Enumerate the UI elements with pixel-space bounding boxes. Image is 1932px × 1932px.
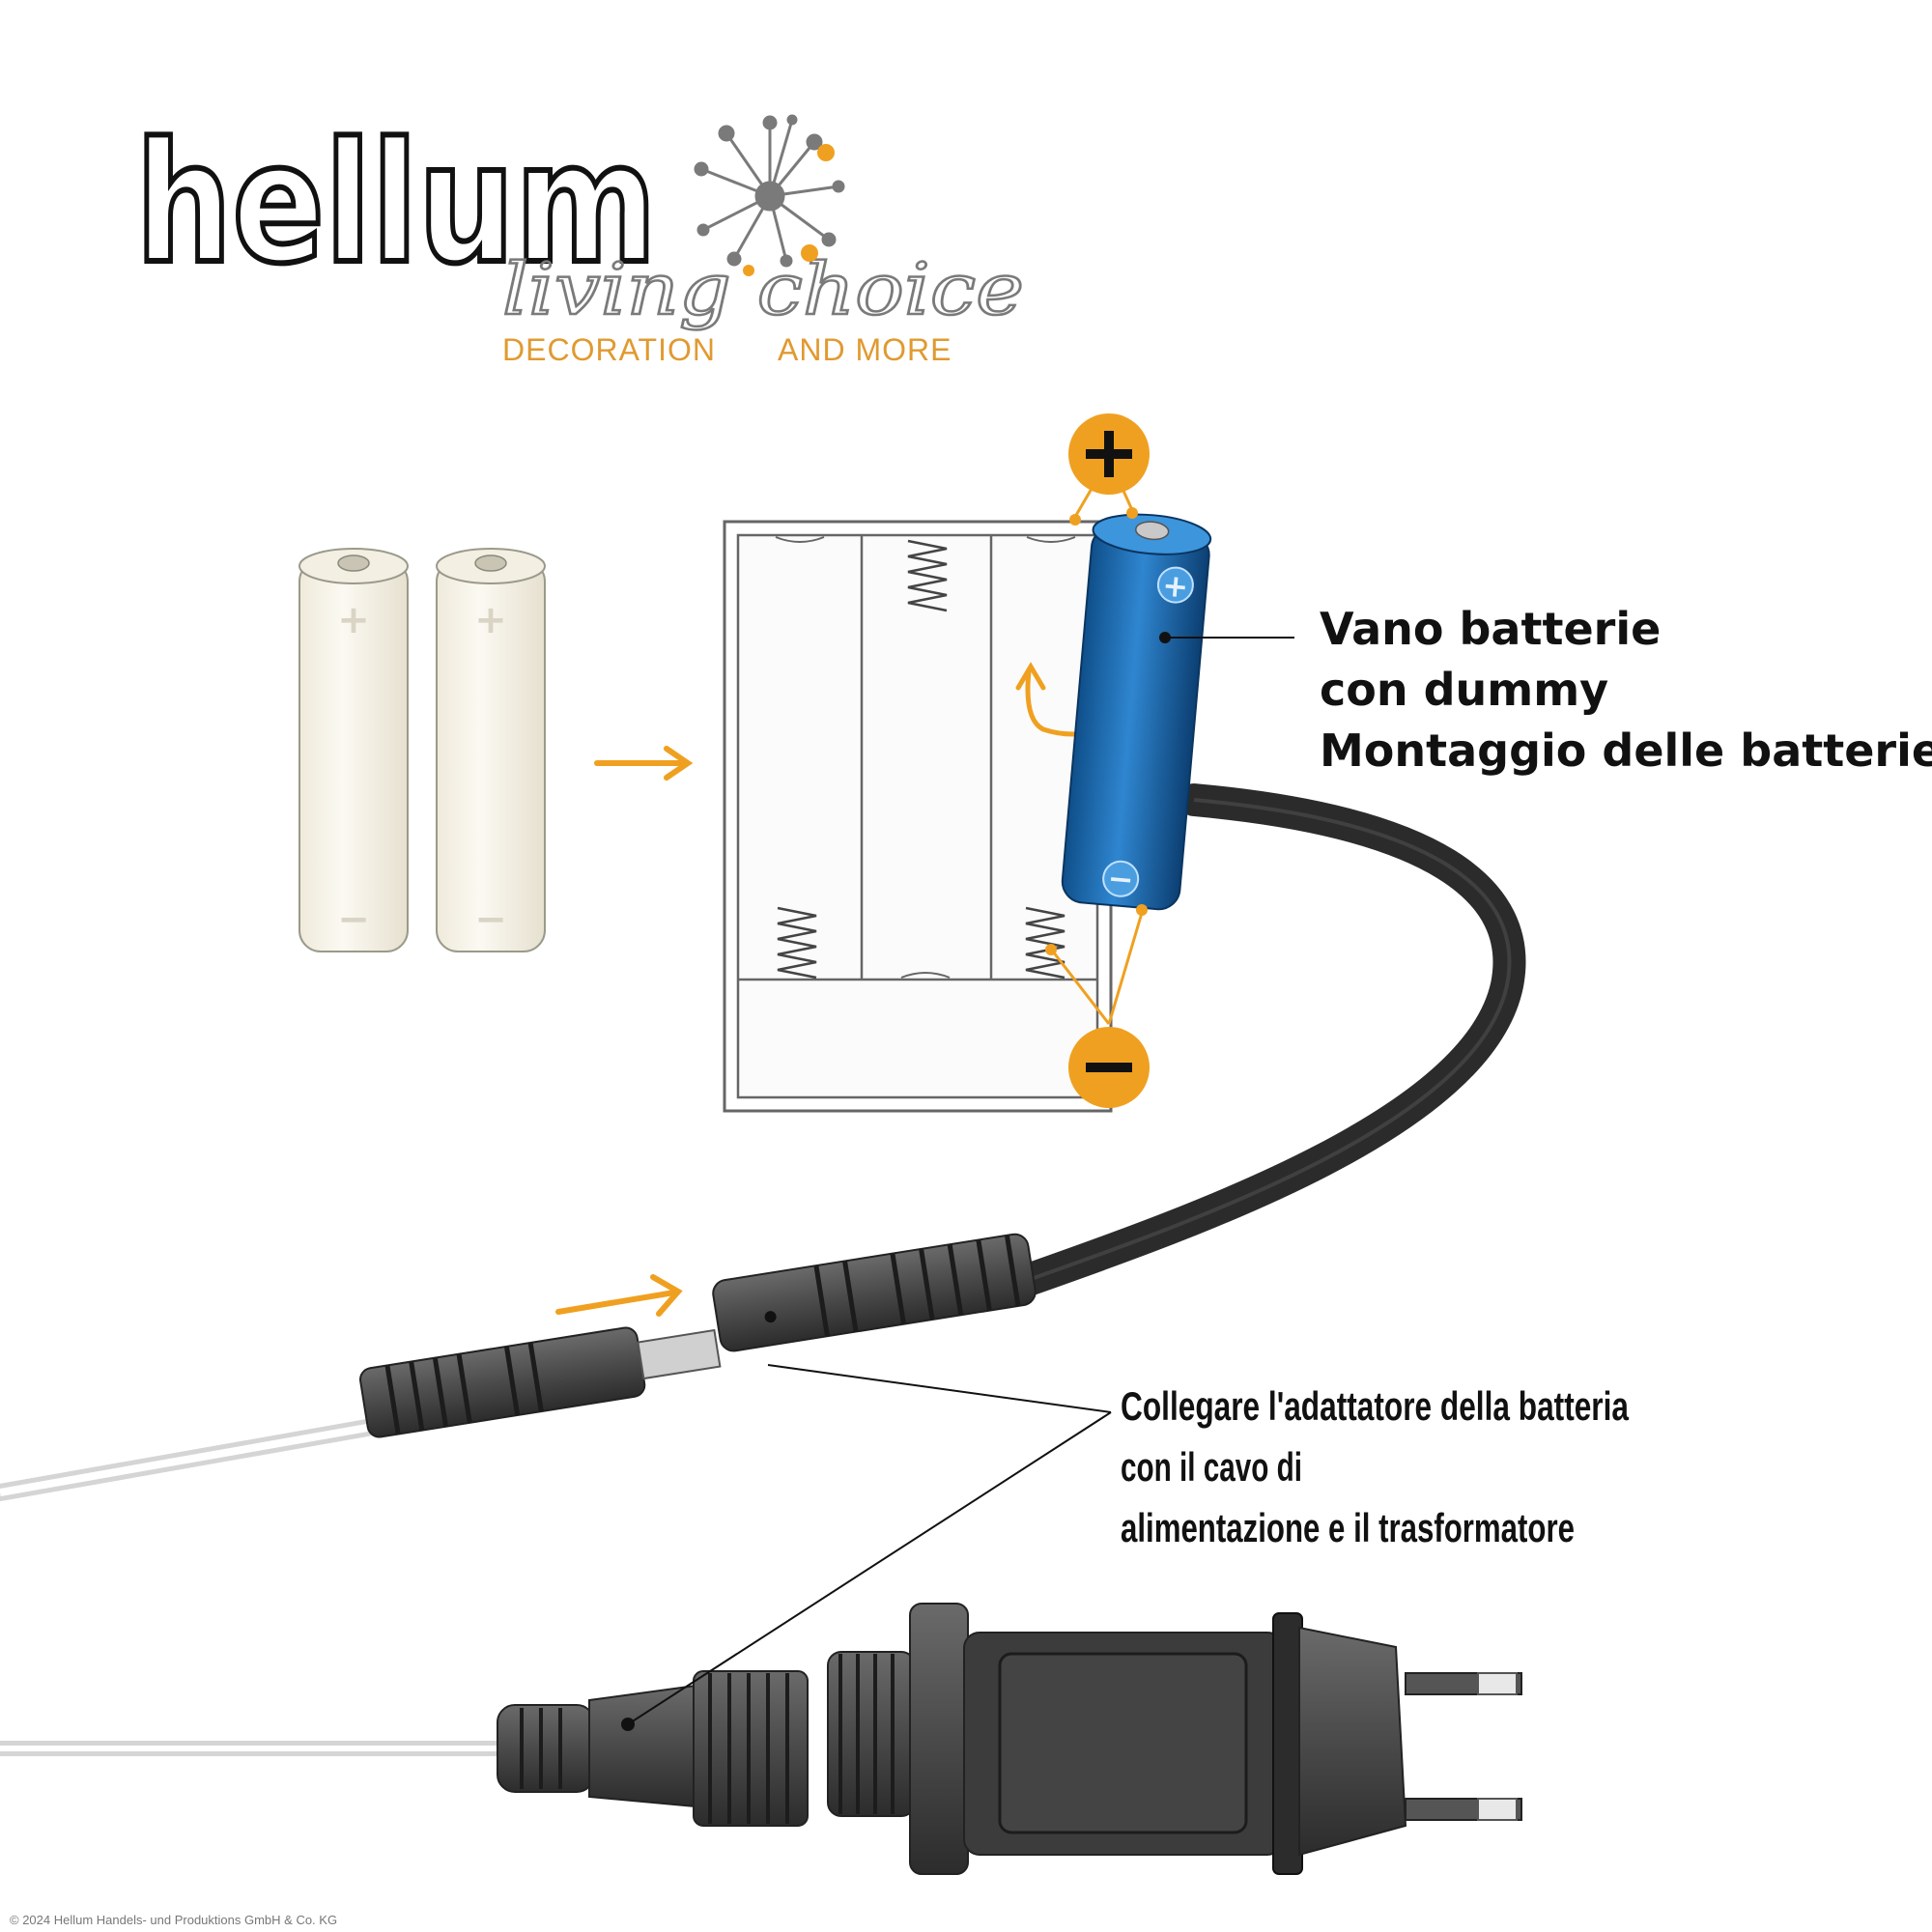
battery-box-label-line-1: Vano batterie (1320, 603, 1661, 655)
connect-arrow (555, 1274, 683, 1317)
logo-script: living choice (502, 248, 1024, 331)
dummy-battery: + − (1061, 513, 1212, 911)
dc-male-plug (359, 1326, 722, 1438)
minus-sign: − (337, 897, 370, 942)
transformer (827, 1603, 1522, 1875)
minus-sign: − (474, 897, 507, 942)
spring-contact (777, 539, 1065, 980)
connect-label-line-3: alimentazione e il trasformatore (1121, 1505, 1575, 1550)
copyright: © 2024 Hellum Handels- und Produktions G… (10, 1913, 337, 1927)
minus-sign: − (1106, 860, 1135, 898)
logo-tagline-left: DECORATION (502, 332, 716, 367)
aa-battery-2: + − (436, 548, 546, 952)
plus-sign: + (1161, 566, 1190, 605)
battery-box-label-line-3: Montaggio delle batterie (1320, 724, 1932, 777)
dandelion-icon (694, 114, 845, 276)
insert-arrow (594, 746, 694, 781)
battery-box-label-line-2: con dummy (1320, 664, 1608, 716)
logo-wordmark: hellum (135, 106, 657, 300)
battery-box (723, 520, 1138, 1113)
plus-callout (1068, 413, 1150, 526)
plus-sign: + (337, 598, 370, 642)
loose-batteries: + − + − (298, 548, 546, 952)
minus-callout (1045, 904, 1150, 1108)
hellum-logo: hellum living choice DECORATION AND MORE (132, 103, 1025, 367)
connect-label-line-2: con il cavo di (1121, 1444, 1302, 1490)
transformer-connector (497, 1670, 809, 1827)
plus-sign: + (474, 598, 507, 642)
dc-female-socket (712, 1233, 1037, 1352)
logo-tagline-right: AND MORE (778, 332, 952, 367)
connect-label-line-1: Collegare l'adattatore della batteria (1121, 1383, 1629, 1429)
rotate-arrow-head (1015, 662, 1046, 691)
aa-battery-1: + − (298, 548, 409, 952)
